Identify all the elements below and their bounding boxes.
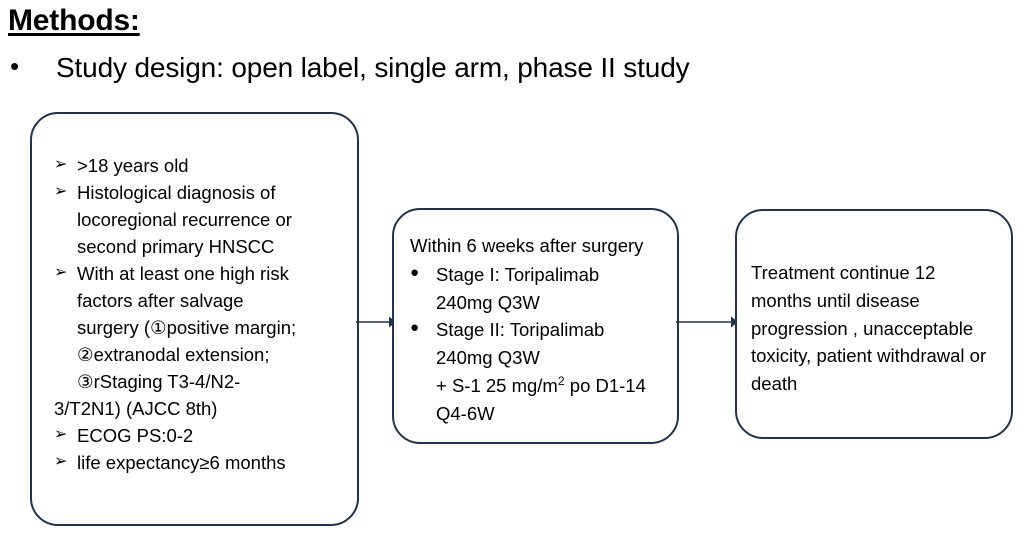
eligibility-criteria-box: ➢ >18 years old ➢ Histological diagnosis…	[30, 112, 359, 526]
right-arrow-icon	[356, 316, 396, 328]
list-item-text: Stage II: Toripalimab 240mg Q3W + S-1 25…	[436, 316, 667, 427]
list-item-text: Histological diagnosis of locoregional r…	[77, 182, 292, 257]
arrow-bullet-icon: ➢	[54, 183, 68, 200]
list-item: ● Stage I: Toripalimab 240mg Q3W	[410, 261, 667, 317]
arrow-bullet-icon: ➢	[54, 264, 68, 281]
list-item: ➢ With at least one high risk factors af…	[54, 260, 349, 422]
list-item-text: ECOG PS:0-2	[77, 425, 194, 446]
list-item: ➢ >18 years old	[54, 152, 349, 179]
arrow-bullet-icon: ➢	[54, 156, 68, 173]
treatment-continuation-text: Treatment continue 12 months until disea…	[751, 262, 987, 394]
study-design-bullet: • Study design: open label, single arm, …	[10, 51, 690, 84]
dot-bullet-icon: ●	[410, 263, 420, 281]
dot-bullet-icon: ●	[410, 319, 420, 337]
s1-dose-line: + S-1 25 mg/m2 po D1-14	[436, 373, 646, 396]
list-item-text: Stage I: Toripalimab 240mg Q3W	[436, 263, 600, 313]
list-item: ➢ Histological diagnosis of locoregional…	[54, 179, 349, 260]
treatment-timing-heading: Within 6 weeks after surgery	[410, 235, 644, 256]
eligibility-criteria-list: ➢ >18 years old ➢ Histological diagnosis…	[54, 152, 349, 476]
list-item-text: life expectancy≥6 months	[77, 452, 286, 473]
arrow-treatment-to-continuation	[676, 311, 738, 333]
list-item-text: With at least one high risk factors afte…	[54, 263, 297, 419]
page-title: Methods:	[8, 4, 140, 37]
treatment-regimen-content: Within 6 weeks after surgery ● Stage I: …	[410, 232, 667, 427]
list-item: ● Stage II: Toripalimab 240mg Q3W + S-1 …	[410, 316, 667, 427]
list-item: ➢ life expectancy≥6 months	[54, 449, 349, 476]
list-item: ➢ ECOG PS:0-2	[54, 422, 349, 449]
bullet-marker-icon: •	[10, 51, 20, 81]
arrow-bullet-icon: ➢	[54, 453, 68, 470]
arrow-eligibility-to-treatment	[356, 311, 396, 333]
list-item-text: >18 years old	[77, 155, 189, 176]
right-arrow-icon	[676, 316, 738, 328]
study-design-text: Study design: open label, single arm, ph…	[56, 52, 690, 83]
treatment-regimen-box: Within 6 weeks after surgery ● Stage I: …	[392, 208, 679, 444]
arrow-bullet-icon: ➢	[54, 426, 68, 443]
treatment-continuation-box: Treatment continue 12 months until disea…	[735, 209, 1013, 439]
